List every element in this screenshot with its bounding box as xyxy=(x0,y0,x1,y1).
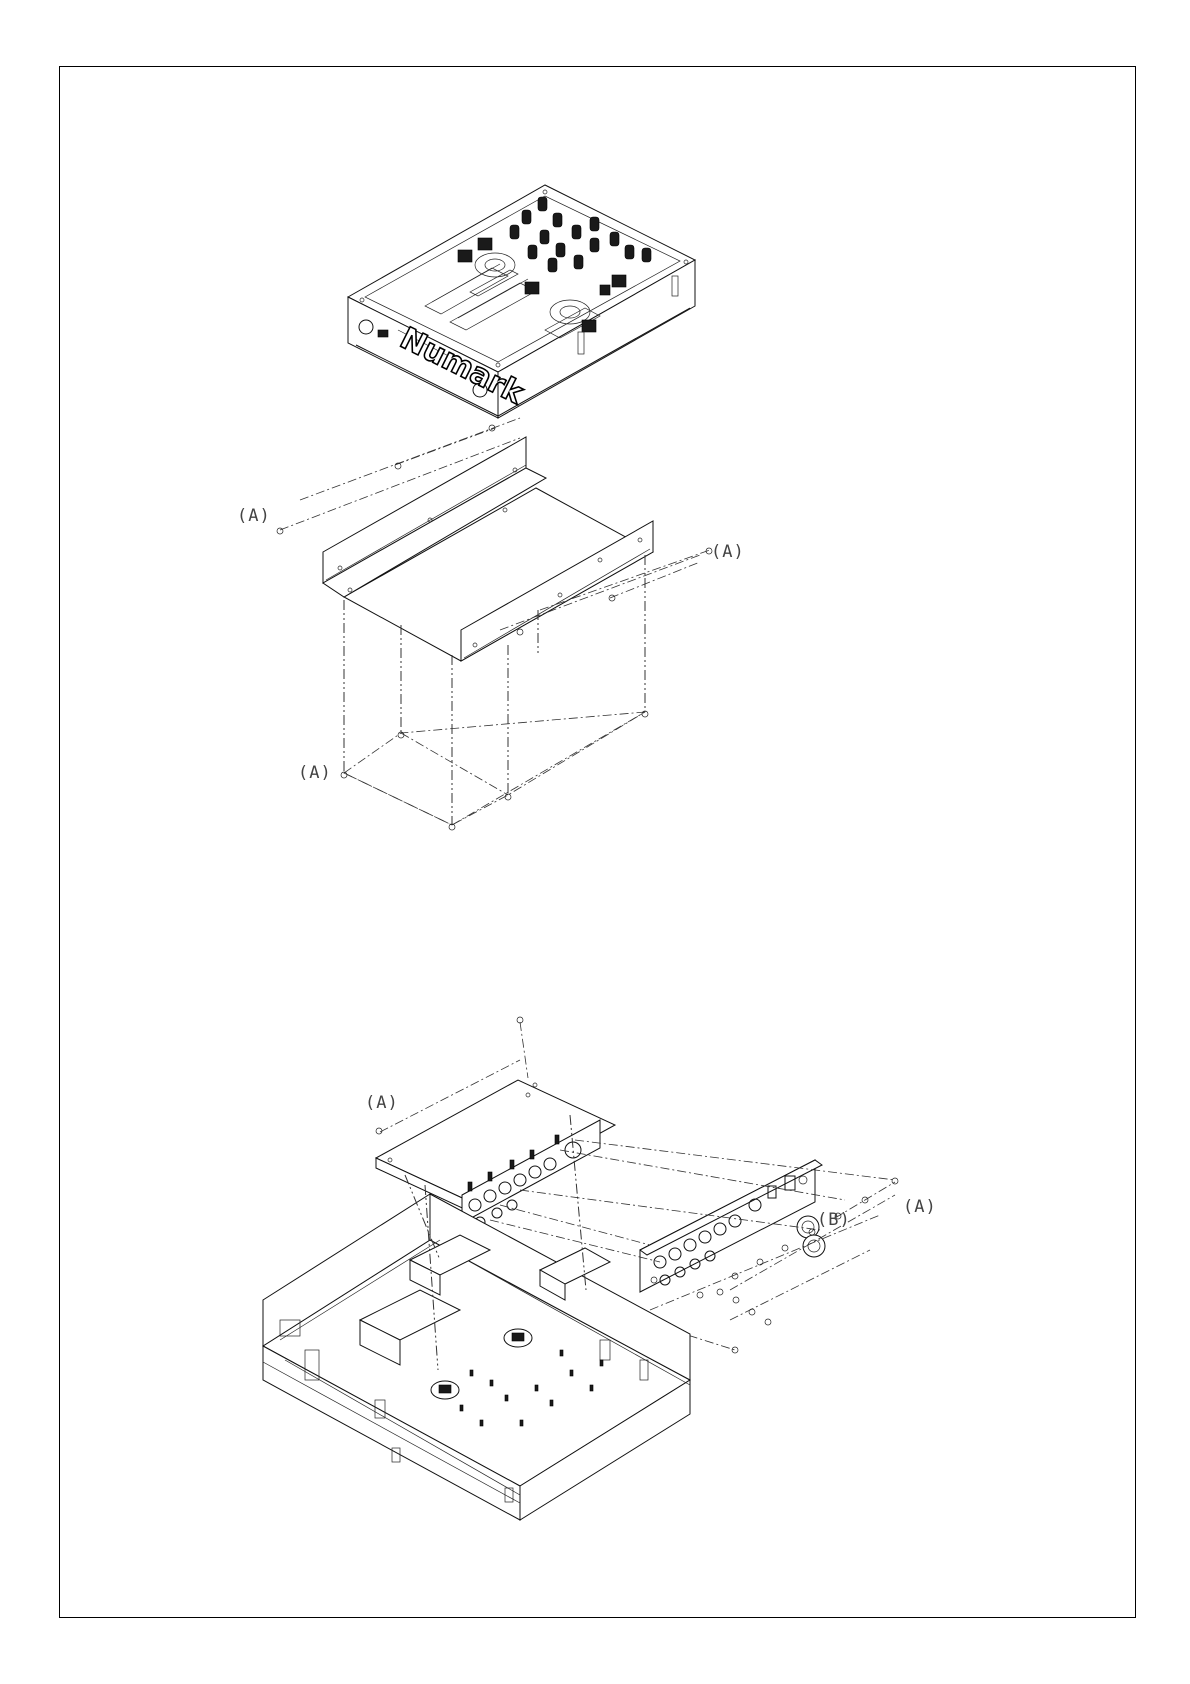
callout-a-top-right: (A) xyxy=(711,542,745,562)
callout-b: (B) xyxy=(817,1210,851,1230)
open-chassis xyxy=(263,1194,690,1520)
mixer-unit-top: Numark xyxy=(348,185,695,418)
callout-a-top-left: (A) xyxy=(237,506,271,526)
callout-a-top-bottom-left: (A) xyxy=(298,763,332,783)
bottom-tray-bracket xyxy=(323,437,653,661)
callout-a-bottom-left: (A) xyxy=(365,1093,399,1113)
callout-a-bottom-right: (A) xyxy=(903,1197,937,1217)
